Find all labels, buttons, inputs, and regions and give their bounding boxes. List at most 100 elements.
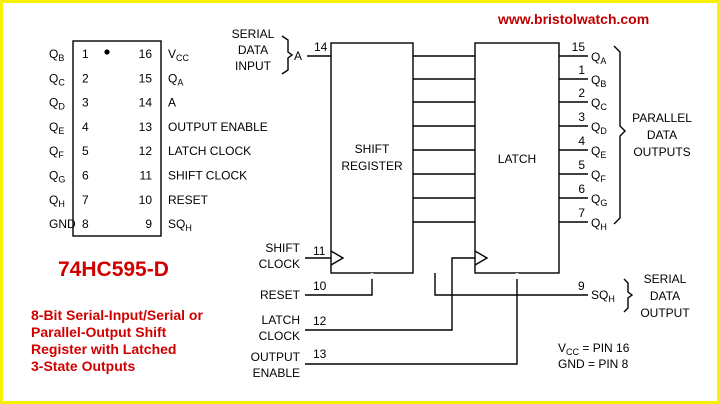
vcc-pin-note: VCC = PIN 16 bbox=[558, 341, 630, 357]
pinout-right-pin: 13 OUTPUT ENABLE bbox=[139, 120, 268, 134]
reset-pin-number: 10 bbox=[313, 279, 327, 293]
pin-name-label: SHIFT CLOCK bbox=[168, 169, 247, 183]
parallel-outputs-label: PARALLEL bbox=[632, 111, 692, 125]
pin-name-label: QE bbox=[49, 120, 64, 136]
description-line: 8-Bit Serial-Input/Serial or bbox=[31, 307, 203, 323]
pin-name-label: RESET bbox=[168, 193, 209, 207]
output-name-label: QA bbox=[591, 50, 606, 66]
parallel-outputs-label: OUTPUTS bbox=[633, 145, 690, 159]
pin-name-label: QB bbox=[49, 47, 64, 63]
gnd-pin-note: GND = PIN 8 bbox=[558, 357, 629, 371]
serial-output-label: DATA bbox=[650, 289, 680, 303]
pin-name-label: GND bbox=[49, 217, 76, 231]
pin-number: 16 bbox=[139, 47, 153, 61]
pin-number: 4 bbox=[82, 120, 89, 134]
pin-name-label: QG bbox=[49, 169, 65, 185]
pin-number: 8 bbox=[82, 217, 89, 231]
serial-data-input-label: DATA bbox=[238, 43, 268, 57]
output-name-label: QB bbox=[591, 73, 606, 89]
pin-number: 13 bbox=[139, 120, 153, 134]
output-pin-number: 15 bbox=[572, 40, 586, 54]
latch-clock-label: LATCH bbox=[262, 313, 300, 327]
pin-name-label: QF bbox=[49, 144, 64, 160]
serial-output-pin-number: 9 bbox=[578, 279, 585, 293]
pin1-marker-dot bbox=[104, 49, 110, 55]
output-name-label: QE bbox=[591, 144, 606, 160]
output-pin-number: 6 bbox=[578, 182, 585, 196]
parallel-outputs-brace bbox=[613, 45, 626, 225]
parallel-output: 2QC bbox=[559, 86, 607, 112]
output-pin-number: 4 bbox=[578, 134, 585, 148]
output-enable-label: OUTPUT bbox=[251, 350, 301, 364]
parallel-output: 1QB bbox=[559, 63, 606, 89]
pin-number: 7 bbox=[82, 193, 89, 207]
pin-number: 6 bbox=[82, 169, 89, 183]
serial-input-pin-number: 14 bbox=[314, 40, 328, 54]
pin-number: 1 bbox=[82, 47, 89, 61]
pin-number: 9 bbox=[145, 217, 152, 231]
reset-inversion-bubble bbox=[369, 273, 375, 279]
pinout-right-pin: 11 SHIFT CLOCK bbox=[140, 169, 248, 183]
latch-clock-pin-number: 12 bbox=[313, 314, 327, 328]
latch-label: LATCH bbox=[498, 152, 536, 166]
serial-input-brace bbox=[281, 35, 294, 75]
website-url[interactable]: www.bristolwatch.com bbox=[497, 11, 649, 27]
reset-wire bbox=[305, 278, 373, 296]
pinout-right-pin: 9 SQH bbox=[145, 217, 192, 233]
description-line: Register with Latched bbox=[31, 341, 176, 357]
output-name-label: QH bbox=[591, 216, 607, 232]
shift-clock-label: CLOCK bbox=[259, 257, 300, 271]
pinout-right-pin: 12 LATCH CLOCK bbox=[139, 144, 252, 158]
pin-number: 14 bbox=[139, 96, 153, 110]
pinout-left-pin: QC 2 bbox=[49, 71, 89, 87]
pin-name-label: A bbox=[168, 96, 176, 110]
pinout-left-pin: QD 3 bbox=[49, 96, 89, 112]
description-line: Parallel-Output Shift bbox=[31, 324, 167, 340]
latch-clock-label: CLOCK bbox=[259, 329, 300, 343]
reset-label: RESET bbox=[260, 288, 301, 302]
parallel-outputs-label: DATA bbox=[647, 128, 677, 142]
pinout-left-pin: QE 4 bbox=[49, 120, 89, 136]
output-pin-number: 3 bbox=[578, 110, 585, 124]
serial-output-brace bbox=[623, 278, 634, 313]
logic-diagram: SERIAL DATA INPUT A 14 SHIFT REGISTER LA… bbox=[232, 27, 693, 380]
pinout-right-pin: 10 RESET bbox=[139, 193, 209, 207]
pin-number: 10 bbox=[139, 193, 153, 207]
latch-clock-triangle bbox=[474, 250, 489, 266]
output-pin-number: 5 bbox=[578, 158, 585, 172]
pin-number: 3 bbox=[82, 96, 89, 110]
pinout-left-pin: QB 1 bbox=[49, 47, 89, 63]
pinout-right-pin: 14 A bbox=[139, 96, 176, 110]
pin-number: 5 bbox=[82, 144, 89, 158]
pinout-left-pin: QG 6 bbox=[49, 169, 89, 185]
ic-package-outline bbox=[72, 40, 162, 237]
pin-name-label: LATCH CLOCK bbox=[168, 144, 251, 158]
serial-output-pin-name: SQH bbox=[591, 288, 615, 304]
parallel-output: 5QF bbox=[559, 158, 606, 184]
shift-clock-pin-number: 11 bbox=[313, 244, 326, 258]
pin-number: 11 bbox=[140, 169, 153, 183]
pin-name-label: QC bbox=[49, 71, 65, 87]
pin-number: 2 bbox=[82, 71, 89, 85]
latch-clock-wire bbox=[305, 257, 475, 331]
part-number: 74HC595-D bbox=[58, 258, 169, 281]
shift-clock-label: SHIFT bbox=[265, 241, 300, 255]
pin-number: 12 bbox=[139, 144, 153, 158]
output-name-label: QG bbox=[591, 192, 607, 208]
output-enable-label: ENABLE bbox=[253, 366, 300, 380]
pin-name-label: SQH bbox=[168, 217, 192, 233]
serial-data-input-label: INPUT bbox=[235, 59, 272, 73]
pin-name-label: OUTPUT ENABLE bbox=[168, 120, 268, 134]
pin-name-label: QD bbox=[49, 96, 65, 112]
serial-input-pin-name: A bbox=[294, 49, 302, 63]
shift-register-label: SHIFT bbox=[355, 142, 390, 156]
output-enable-wire bbox=[305, 278, 518, 365]
